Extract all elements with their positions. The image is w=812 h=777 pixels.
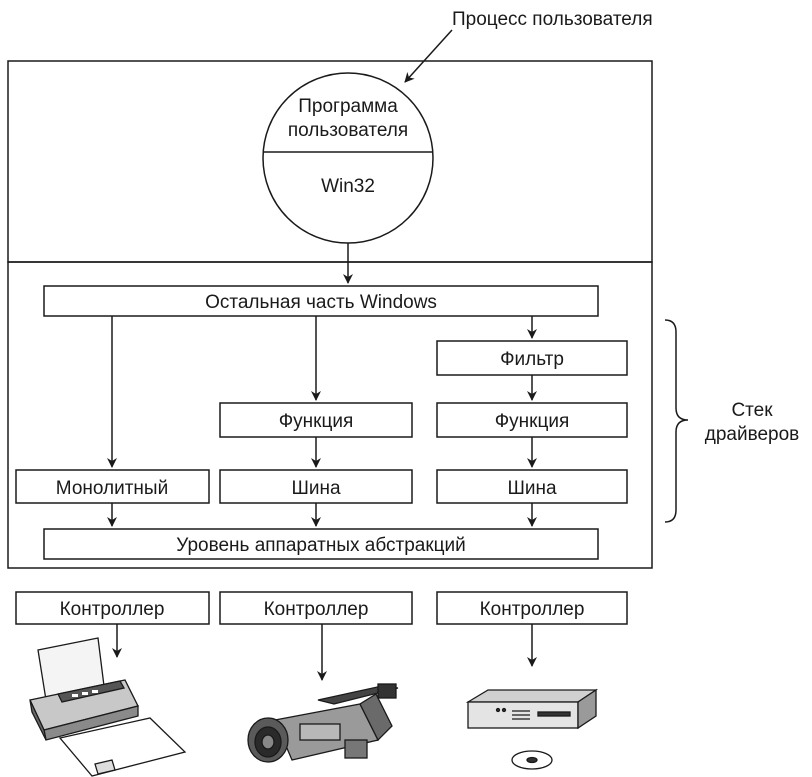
user-process-label: Процесс пользователя bbox=[452, 9, 653, 30]
function-label-1: Функция bbox=[279, 411, 354, 432]
win32-label: Win32 bbox=[321, 176, 375, 197]
user-program-circle: Программа пользователя Win32 bbox=[262, 72, 434, 244]
bus-label-1: Шина bbox=[291, 478, 341, 499]
filter-label: Фильтр bbox=[500, 349, 564, 370]
hal-label: Уровень аппаратных абстракций bbox=[176, 535, 466, 556]
monolithic-label: Монолитный bbox=[56, 478, 168, 499]
bus-box-2 bbox=[436, 469, 628, 504]
driver-stack-line1: Стек bbox=[731, 400, 773, 421]
printer-icon bbox=[29, 637, 187, 777]
monolithic-box bbox=[15, 469, 210, 504]
controller-label-2: Контроллер bbox=[264, 599, 369, 620]
rest-of-windows-label: Остальная часть Windows bbox=[205, 292, 437, 313]
filter-box bbox=[436, 340, 628, 376]
bus-label-2: Шина bbox=[507, 478, 557, 499]
process-arrow bbox=[404, 29, 453, 83]
bus-box-1 bbox=[219, 469, 413, 504]
camcorder-icon bbox=[247, 683, 399, 763]
disk-drive-icon bbox=[465, 688, 599, 770]
user-program-line1: Программа bbox=[298, 96, 398, 117]
kernel-mode-frame bbox=[7, 261, 653, 569]
driver-stack-brace bbox=[664, 319, 689, 523]
rest-of-windows-box bbox=[43, 285, 599, 317]
controller-box-2 bbox=[219, 591, 413, 625]
driver-stack-line2: драйверов bbox=[705, 424, 800, 445]
user-program-line2: пользователя bbox=[288, 120, 408, 141]
controller-box-1 bbox=[15, 591, 210, 625]
controller-label-3: Контроллер bbox=[480, 599, 585, 620]
hal-box bbox=[43, 528, 599, 560]
function-label-2: Функция bbox=[495, 411, 570, 432]
controller-label-1: Контроллер bbox=[60, 599, 165, 620]
